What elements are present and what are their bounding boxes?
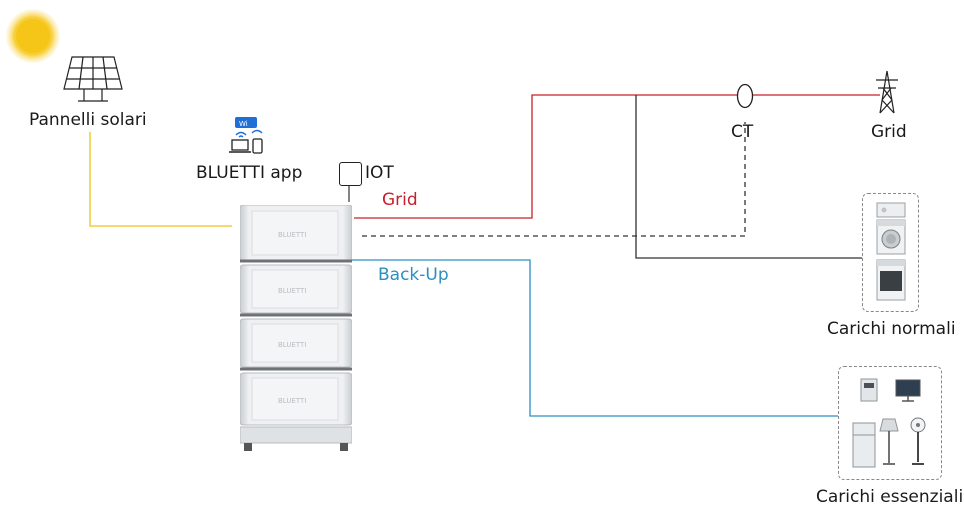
solar-panel-icon xyxy=(63,56,123,102)
grid-tower-label: Grid xyxy=(871,122,907,142)
iot-label: IOT xyxy=(365,163,394,183)
battery-brand-4: BLUETTI xyxy=(278,397,306,405)
grid-line xyxy=(354,94,738,219)
app-devices-icon: Wi xyxy=(229,117,263,154)
ct-sensor-icon xyxy=(736,83,754,109)
sun-icon xyxy=(6,9,60,63)
backup-line-label: Back-Up xyxy=(378,265,449,285)
battery-stack-drawing: BLUETTI BLUETTI BLUETTI BLUETTI xyxy=(239,204,353,451)
battery-brand-1: BLUETTI xyxy=(278,231,306,239)
backup-line xyxy=(352,259,838,417)
iot-device-icon xyxy=(339,162,362,186)
grid-line-label: Grid xyxy=(382,190,418,210)
appliances-icon xyxy=(876,202,906,301)
solar-line xyxy=(89,132,232,227)
svg-text:Wi: Wi xyxy=(239,120,248,128)
normal-loads-box xyxy=(862,193,919,312)
grid-tower-icon xyxy=(876,70,898,114)
ct-dashed-line xyxy=(362,122,746,237)
battery-brand-2: BLUETTI xyxy=(278,287,306,295)
battery-brand-3: BLUETTI xyxy=(278,341,306,349)
normal-loads-label: Carichi normali xyxy=(827,319,956,339)
essential-loads-label: Carichi essenziali xyxy=(816,487,964,507)
essential-loads-box xyxy=(838,366,942,480)
normal-loads-line xyxy=(635,95,862,259)
ct-label: CT xyxy=(731,122,754,142)
essential-appliances-icon xyxy=(852,378,926,468)
battery-stack: BLUETTI BLUETTI BLUETTI BLUETTI xyxy=(239,204,353,453)
bluetti-app-label: BLUETTI app xyxy=(196,163,303,183)
solar-panels-label: Pannelli solari xyxy=(29,110,147,130)
